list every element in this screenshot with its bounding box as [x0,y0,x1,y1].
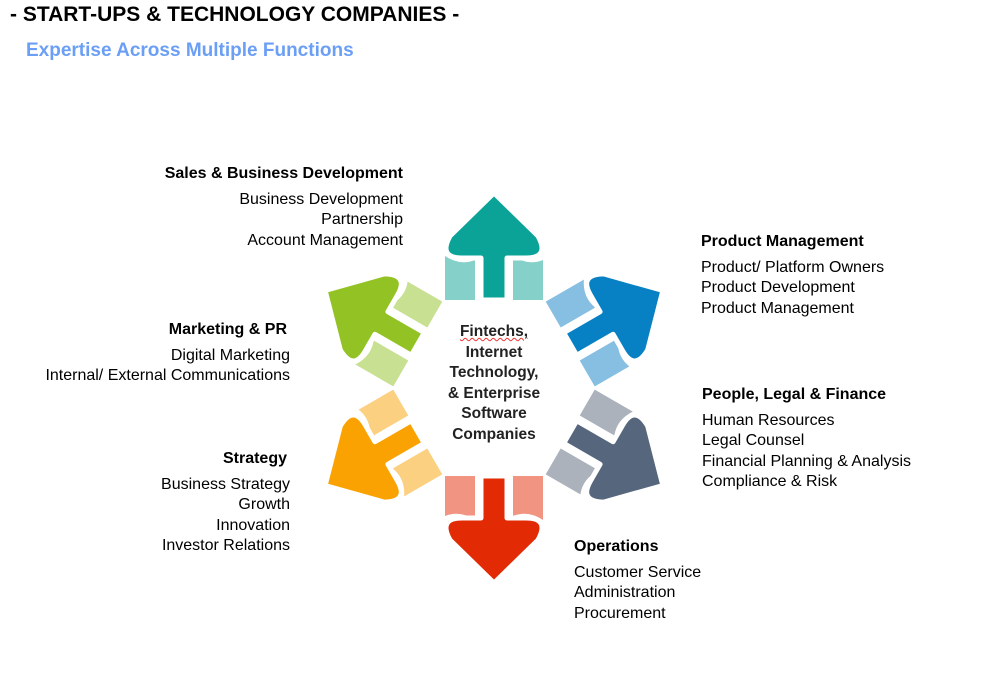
arrow-sales-side-block [445,256,475,300]
group-item: Customer Service [574,563,702,581]
group-people: People, Legal & Finance Human Resources … [702,385,911,493]
arrow-product-side-block [579,338,630,387]
group-heading: Operations [574,538,659,555]
center-line: Fintechs, [459,323,529,340]
group-strategy: Strategy Business Strategy Growth Innova… [161,449,290,557]
arrow-strategy-side-block [392,448,443,497]
arrow-strategy-side-block [358,389,409,438]
center-line: & Enterprise [447,384,541,402]
center-line: Technology, [449,364,539,381]
center-line: Software [461,405,527,422]
arrow-operations-head [443,473,545,586]
arrow-sales-head [443,190,545,303]
group-item: Investor Relations [161,537,290,554]
page-title: - START-UPS & TECHNOLOGY COMPANIES - [10,3,460,26]
arrow-strategy-head [322,412,427,505]
group-heading: Strategy [222,450,287,467]
group-item: Human Resources [702,411,835,429]
group-item: Digital Marketing [170,346,290,364]
arrow-operations-icon [443,473,545,586]
group-heading: Marketing & PR [168,321,287,338]
group-item: Account Management [247,231,403,249]
group-item: Growth [238,496,290,513]
arrow-sales-icon [443,190,545,303]
arrow-people-side-block [579,389,633,436]
arrow-marketing-side-block [355,340,409,387]
group-sales: Sales & Business Development Business De… [165,164,403,251]
group-item: Business Development [239,190,403,208]
group-item: Legal Counsel [702,432,805,449]
group-item: Product Management [701,299,854,317]
arrow-sales-side-block [513,256,543,300]
group-item: Compliance & Risk [702,473,838,490]
group-item: Product Development [701,279,855,296]
arrow-marketing-icon [322,271,443,387]
arrow-marketing-side-block [389,281,443,328]
group-item: Partnership [321,211,403,228]
group-heading: Product Management [701,233,864,250]
group-item: Financial Planning & Analysis [702,452,912,470]
center-line: Companies [452,425,536,443]
arrow-people-icon [545,389,666,505]
arrow-people-head [561,412,666,505]
center-line: Internet [465,343,523,361]
group-operations: Operations Customer Service Administrati… [574,537,701,624]
arrow-product-icon [545,271,666,387]
group-product: Product Management Product/ Platform Own… [701,232,884,319]
group-item: Business Strategy [161,475,290,493]
group-item: Innovation [216,516,290,534]
arrow-product-head [561,271,666,364]
group-heading: Sales & Business Development [164,165,403,182]
center-label: Fintechs, Internet Technology, & Enterpr… [434,322,554,445]
group-marketing: Marketing & PR Digital Marketing Interna… [45,320,290,387]
group-item: Procurement [574,604,666,622]
arrow-marketing-head [322,271,427,364]
group-item: Product/ Platform Owners [701,258,885,276]
arrow-people-side-block [545,448,599,495]
arrow-operations-side-block [445,476,475,520]
arrow-strategy-icon [322,389,443,505]
arrow-product-side-block [545,279,596,328]
group-item: Internal/ External Communications [45,367,290,384]
group-item: Administration [574,584,676,601]
page-subtitle: Expertise Across Multiple Functions [26,40,354,61]
arrow-operations-side-block [513,476,543,520]
group-heading: People, Legal & Finance [702,386,887,403]
